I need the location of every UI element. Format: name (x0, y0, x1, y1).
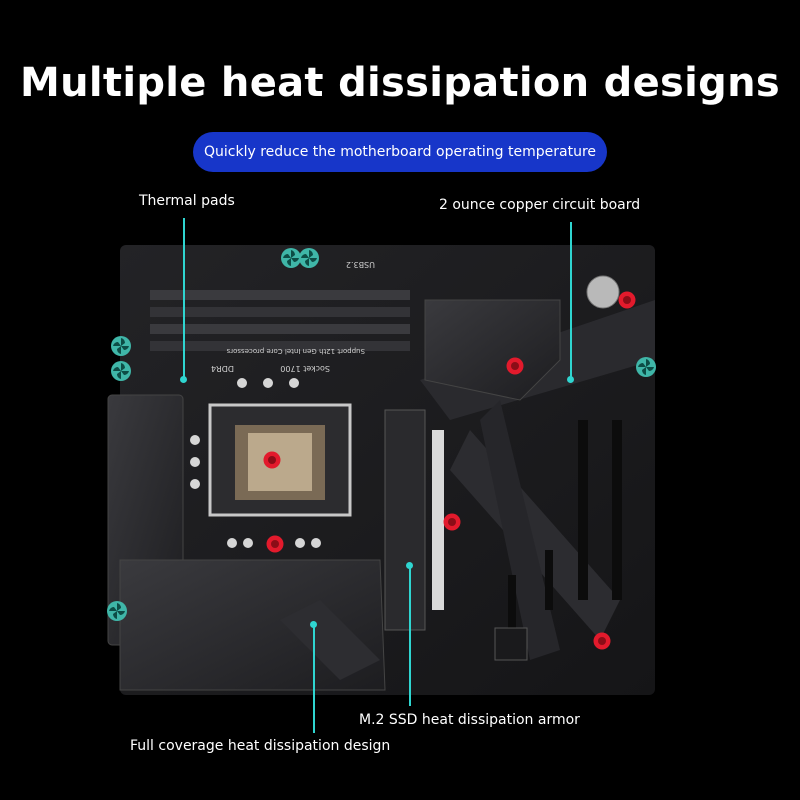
ram-slot (150, 341, 410, 351)
hot-spot-icon (618, 291, 636, 309)
hot-spot-icon (443, 513, 461, 531)
callout-thermal-pads: Thermal pads (139, 193, 235, 209)
pcie-slot (612, 420, 622, 600)
hot-spot-icon (593, 632, 611, 650)
board-ddr-text: DDR4 (211, 364, 234, 373)
hot-spot-icon (506, 357, 524, 375)
leader-dot-full-coverage (310, 621, 317, 628)
page-title: Multiple heat dissipation designs (20, 60, 780, 106)
m2-armor (384, 409, 426, 631)
fan-icon (111, 336, 131, 356)
leader-dot-copper-board (567, 376, 574, 383)
leader-dot-thermal-pads (180, 376, 187, 383)
leader-thermal-pads (183, 218, 185, 380)
fan-icon (111, 361, 131, 381)
leader-m2-armor (409, 566, 411, 706)
ram-slot (150, 290, 410, 300)
fan-icon (299, 248, 319, 268)
pcie-slot (508, 575, 516, 635)
pcie-slot (578, 420, 588, 600)
callout-m2-armor: M.2 SSD heat dissipation armor (359, 712, 580, 728)
cmos-battery (586, 275, 620, 309)
board-support-text: Support 12th Gen Intel Core processors (226, 347, 365, 355)
hot-spot-icon (266, 535, 284, 553)
leader-dot-m2-armor (406, 562, 413, 569)
board-socket-text: Socket 1700 (280, 364, 330, 373)
vrm-heatsink-top (424, 299, 561, 401)
leader-full-coverage (313, 625, 315, 733)
subtitle-pill: Quickly reduce the motherboard operating… (193, 132, 607, 172)
io-chip (494, 627, 528, 661)
board-usb-text: USB3.2 (346, 260, 375, 269)
fan-icon (107, 601, 127, 621)
ram-slot (150, 324, 410, 334)
leader-copper-board (570, 222, 572, 380)
hot-spot-icon (263, 451, 281, 469)
fan-icon (636, 357, 656, 377)
ram-slot (150, 307, 410, 317)
pcie-slot (545, 550, 553, 610)
callout-copper-board: 2 ounce copper circuit board (439, 197, 641, 213)
fan-icon (281, 248, 301, 268)
callout-full-coverage: Full coverage heat dissipation design (130, 738, 391, 754)
